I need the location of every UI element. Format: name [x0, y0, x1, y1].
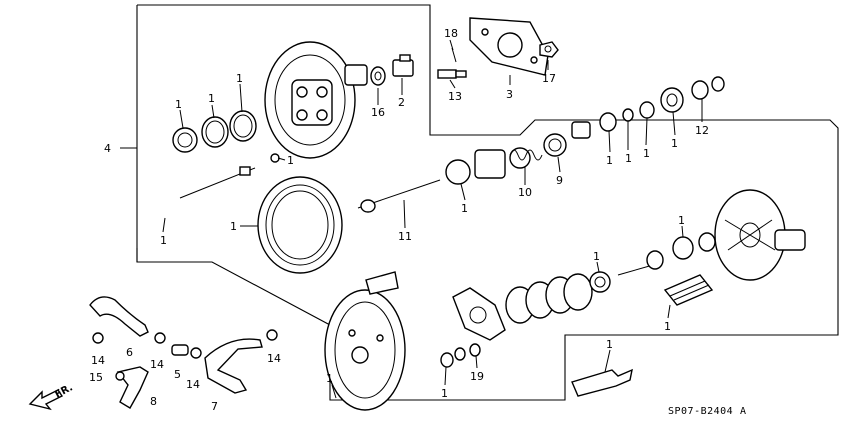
grease-tube [571, 368, 633, 397]
callout-7: 7 [211, 400, 218, 413]
diagram-code-text: SP07-B2404 [668, 406, 733, 417]
callout-1: 1 [326, 372, 333, 385]
callout-8: 8 [150, 395, 157, 408]
callout-4: 4 [104, 142, 111, 155]
valve-housing [714, 189, 806, 281]
fitting-valve [392, 54, 414, 77]
callout-1: 1 [287, 154, 294, 167]
grommet [370, 66, 386, 86]
dust-boot [663, 274, 714, 306]
caution-label [365, 271, 399, 295]
hose-clamps [92, 329, 278, 359]
callout-1: 1 [461, 202, 468, 215]
section-frame [120, 4, 839, 401]
booster-front-shell [324, 289, 406, 411]
callout-14: 14 [267, 352, 281, 365]
leader-lines [162, 39, 703, 399]
spring [509, 149, 543, 161]
callout-2: 2 [398, 96, 405, 109]
callout-1: 1 [593, 250, 600, 263]
check-valve [171, 344, 189, 356]
callout-labels: 18 17 13 3 16 2 4 1 1 1 1 1 1 1 1 1 1 1 … [89, 27, 709, 413]
diagram-code: SP07-B2404 A [668, 406, 747, 417]
return-spring [505, 273, 593, 324]
callout-1: 1 [625, 152, 632, 165]
callout-18: 18 [444, 27, 458, 40]
callout-1: 1 [606, 154, 613, 167]
callout-19: 19 [470, 370, 484, 383]
callout-1: 1 [678, 214, 685, 227]
callout-6: 6 [126, 346, 133, 359]
push-rod [179, 153, 280, 199]
seal-cups [672, 232, 716, 260]
callout-1: 1 [606, 338, 613, 351]
callout-14: 14 [150, 358, 164, 371]
callout-15: 15 [89, 371, 103, 384]
diagram-code-suffix: A [740, 406, 747, 417]
diaphragm [257, 176, 343, 274]
valve-seal [543, 133, 567, 157]
callout-1: 1 [175, 98, 182, 111]
callout-5: 5 [174, 368, 181, 381]
callout-10: 10 [518, 186, 532, 199]
mounting-flange [452, 287, 506, 341]
callout-1: 1 [643, 147, 650, 160]
callout-1: 1 [160, 234, 167, 247]
callout-1: 1 [236, 72, 243, 85]
output-rod [617, 250, 664, 276]
bolt [437, 47, 467, 79]
valve-retainer [571, 76, 725, 139]
front-direction-arrow: FR. [28, 382, 75, 411]
nut [539, 41, 559, 58]
callout-9: 9 [556, 174, 563, 187]
washers [440, 343, 481, 368]
hose-bracket [115, 366, 149, 409]
callout-13: 13 [448, 90, 462, 103]
callout-14: 14 [91, 354, 105, 367]
lock-washer [589, 271, 611, 293]
valve-rod [357, 179, 441, 213]
front-direction-label: FR. [53, 382, 75, 400]
callout-17: 17 [542, 72, 556, 85]
callout-1: 1 [671, 137, 678, 150]
callout-1: 1 [208, 92, 215, 105]
vacuum-hose [89, 296, 263, 394]
callout-1: 1 [230, 220, 237, 233]
callout-3: 3 [506, 88, 513, 101]
retainer-rings [172, 110, 257, 153]
callout-11: 11 [398, 230, 412, 243]
callout-1: 1 [441, 387, 448, 400]
booster-rear-shell [264, 41, 368, 159]
callout-12: 12 [695, 124, 709, 137]
gasket-plate [469, 17, 549, 76]
callout-1: 1 [664, 320, 671, 333]
callout-16: 16 [371, 106, 385, 119]
callout-14: 14 [186, 378, 200, 391]
